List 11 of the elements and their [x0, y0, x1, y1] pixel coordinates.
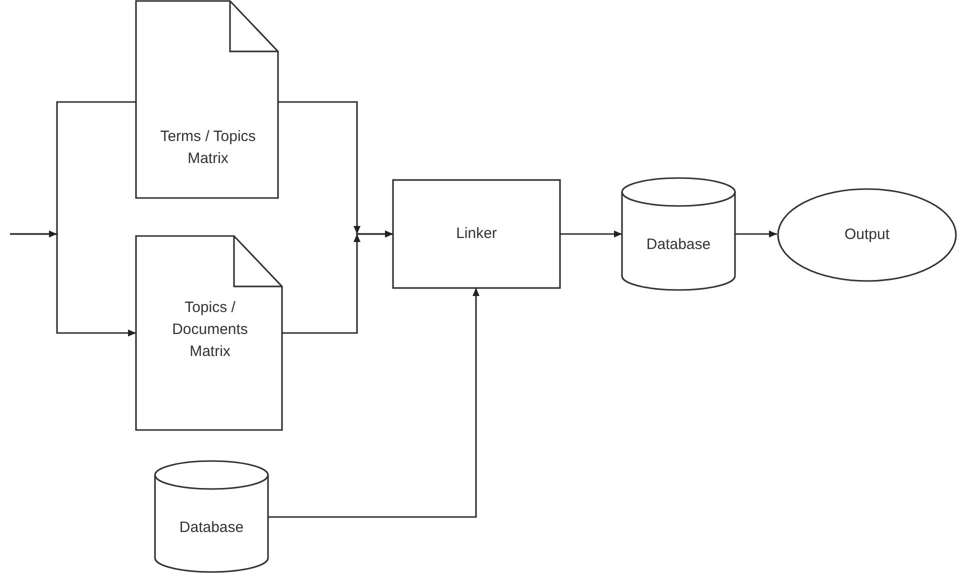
node-label: Database	[178, 518, 245, 538]
arrow	[10, 230, 136, 336]
arrow	[268, 288, 480, 518]
arrow	[560, 230, 622, 238]
node-label: Database	[645, 235, 712, 255]
arrow	[735, 230, 777, 238]
arrow	[282, 230, 393, 334]
node-label: Output	[843, 225, 891, 245]
node-label: Linker	[455, 224, 498, 244]
node-label: Terms / Topics Matrix	[159, 127, 257, 169]
node-label: Topics / Documents Matrix	[171, 298, 249, 362]
